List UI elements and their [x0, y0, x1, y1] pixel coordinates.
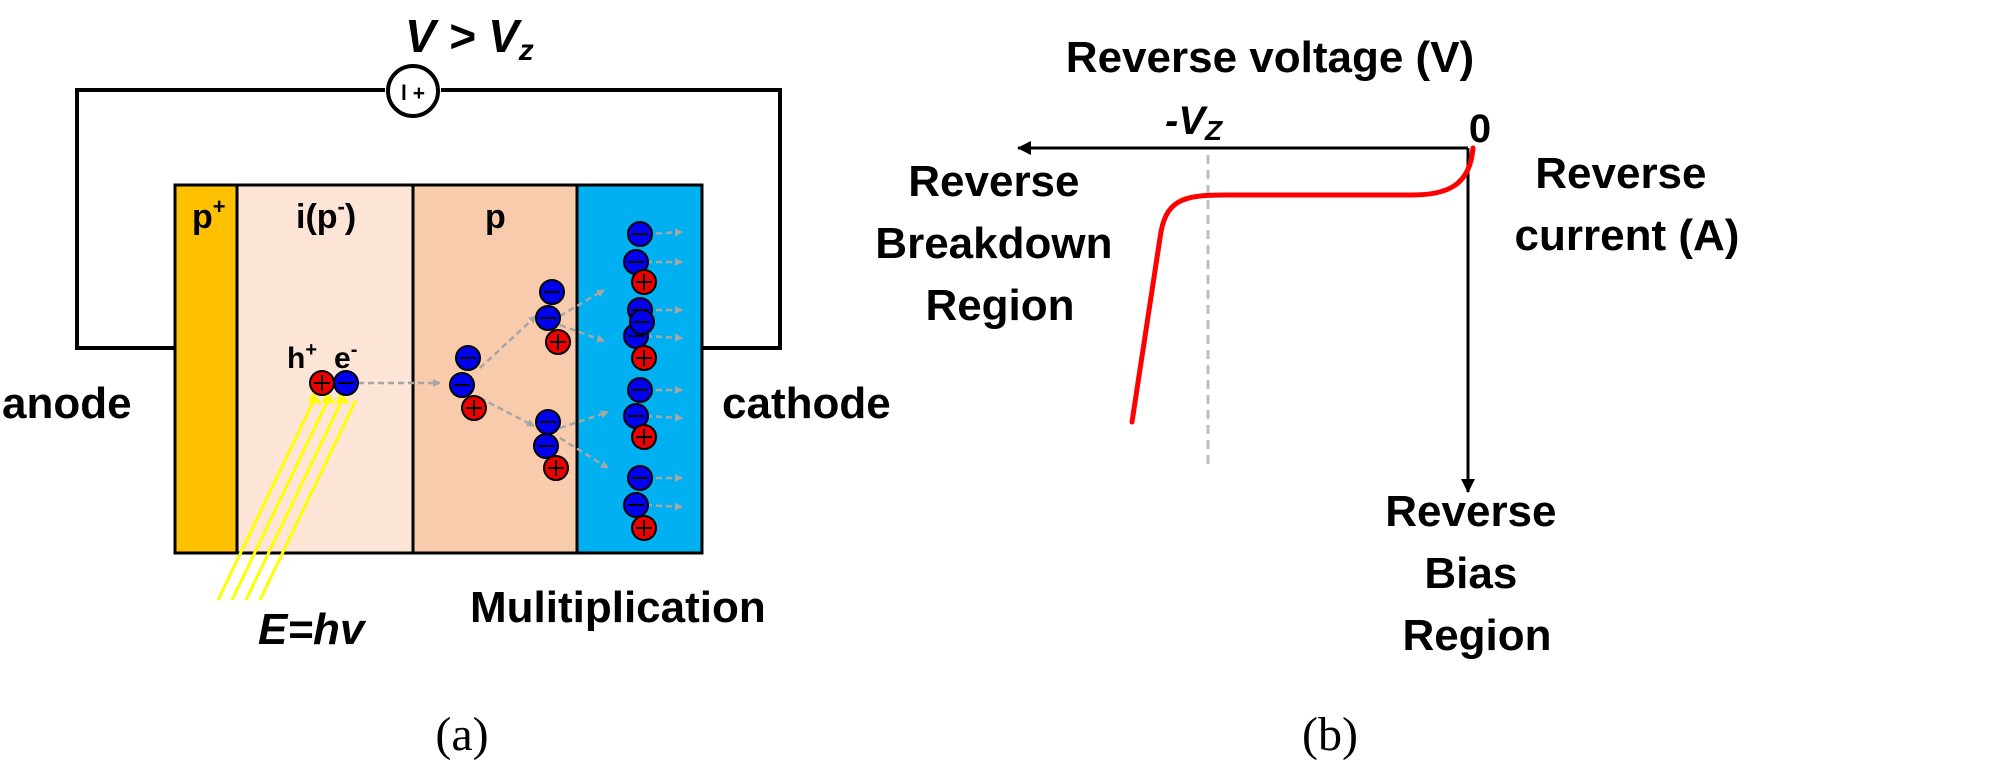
- zener-voltage-label: -VZ: [1165, 99, 1223, 146]
- intrinsic-label: i(p-): [296, 194, 356, 236]
- photon-energy-label: E=hv: [258, 605, 367, 654]
- incident-photons: [216, 392, 358, 601]
- cathode-label: cathode: [722, 379, 891, 428]
- charge-carriers: [309, 221, 657, 541]
- electron-icon: [455, 345, 481, 371]
- anode-label: anode: [2, 379, 132, 428]
- bias-condition-label: V > Vz: [405, 10, 534, 67]
- electron-icon: [449, 372, 475, 398]
- y-axis-label: Reverse current (A): [1515, 149, 1740, 260]
- hole-label: h+: [287, 339, 317, 375]
- p-plus-label: p+: [192, 194, 226, 236]
- circuit-wire: [75, 88, 782, 350]
- electron-icon: [535, 305, 561, 331]
- origin-label: 0: [1469, 107, 1491, 151]
- panel-b-iv-characteristic: Reverse voltage (V) 0 -VZ Reverse curren…: [875, 33, 1739, 761]
- hole-icon: [543, 455, 569, 481]
- panel-a-photodiode: l + V > Vz p+ i(p-) p h+ e-: [2, 10, 891, 761]
- electron-icon: [535, 409, 561, 435]
- electron-icon: [627, 221, 653, 247]
- iv-curve: [1129, 145, 1476, 425]
- hole-icon: [461, 395, 487, 421]
- electron-icon: [539, 279, 565, 305]
- electron-icon: [627, 377, 653, 403]
- carrier-paths: [358, 228, 683, 511]
- hole-icon: [631, 515, 657, 541]
- hole-icon: [631, 424, 657, 450]
- panel-b-caption: (b): [1302, 708, 1358, 761]
- electron-icon: [629, 309, 655, 335]
- p-label: p: [485, 198, 506, 236]
- p-layer: [411, 183, 579, 555]
- multiplication-label: Mulitiplication: [470, 583, 766, 632]
- electron-icon: [623, 492, 649, 518]
- x-axis-label: Reverse voltage (V): [1066, 33, 1474, 82]
- electron-label: e-: [334, 339, 357, 375]
- intrinsic-layer: [235, 183, 415, 555]
- breakdown-region-label: Reverse Breakdown Region: [875, 157, 1124, 330]
- voltage-source-icon: [386, 64, 440, 118]
- voltage-source-symbol: l +: [401, 82, 425, 105]
- hole-icon: [309, 370, 335, 396]
- hole-icon: [631, 345, 657, 371]
- hole-icon: [631, 269, 657, 295]
- electron-icon: [533, 433, 559, 459]
- bias-region-label: Reverse Bias Region: [1385, 487, 1569, 660]
- hole-icon: [545, 329, 571, 355]
- electron-icon: [627, 465, 653, 491]
- panel-a-caption: (a): [435, 708, 488, 761]
- electron-icon: [333, 370, 359, 396]
- p-plus-layer: [173, 183, 239, 555]
